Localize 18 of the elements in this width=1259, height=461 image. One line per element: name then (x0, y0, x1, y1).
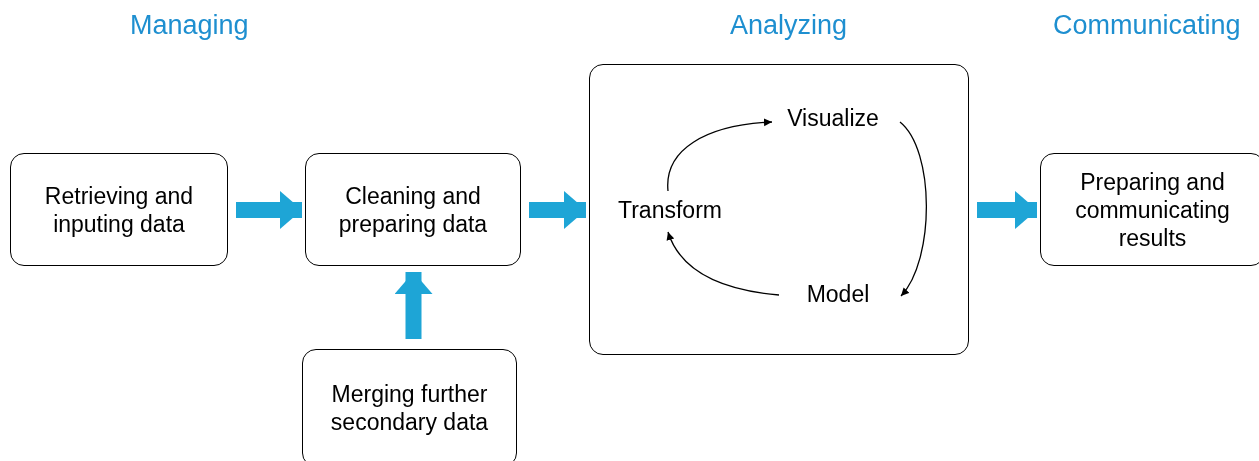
arrow (899, 121, 928, 297)
arrow (394, 272, 433, 339)
stage-heading: Analyzing (730, 9, 848, 42)
node-text: Transform (607, 193, 733, 227)
node-text: Visualize (777, 101, 889, 135)
arrow (977, 191, 1037, 229)
process-box: Preparing and communicating results (1040, 153, 1259, 266)
arrow (667, 118, 773, 192)
process-box: Cleaning and preparing data (305, 153, 521, 266)
arrow (236, 191, 302, 229)
arrow (667, 231, 780, 296)
process-box: Merging further secondary data (302, 349, 517, 461)
process-box: Retrieving and inputing data (10, 153, 228, 266)
stage-heading: Managing (130, 9, 249, 42)
stage-heading: Communicating (1053, 9, 1241, 42)
arrow (529, 191, 586, 229)
node-text: Model (796, 277, 880, 311)
group-box (589, 64, 969, 355)
